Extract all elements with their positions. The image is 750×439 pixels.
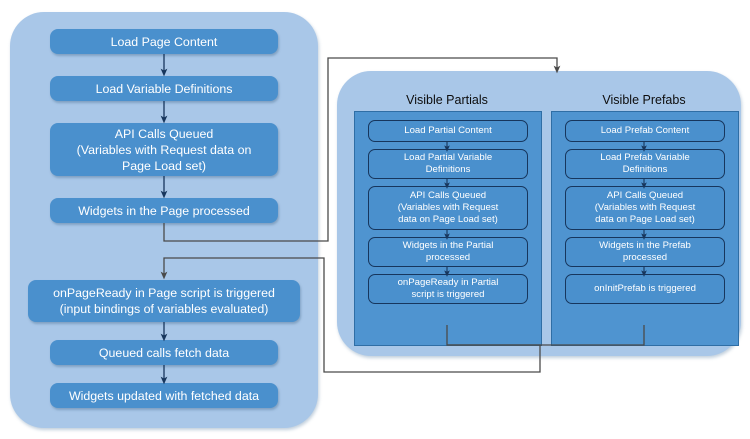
process-box-oninitprefab: onInitPrefab is triggered: [565, 274, 725, 304]
process-box-widgets-updated-fetched-data: Widgets updated with fetched data: [50, 383, 278, 408]
process-box-widgets-in-page-processed: Widgets in the Page processed: [50, 198, 278, 223]
process-box-onpageready-partial: onPageReady in Partial script is trigger…: [368, 274, 528, 304]
visible-prefabs-container: Load Prefab Content Load Prefab Variable…: [551, 111, 739, 346]
column-title-visible-partials: Visible Partials: [406, 93, 488, 107]
process-box-widgets-in-partial-processed: Widgets in the Partial processed: [368, 237, 528, 267]
process-box-api-calls-queued-partial: API Calls Queued (Variables with Request…: [368, 186, 528, 230]
process-box-load-partial-content: Load Partial Content: [368, 120, 528, 142]
process-box-load-page-content: Load Page Content: [50, 29, 278, 54]
visible-components-group: Visible Partials Visible Prefabs Load Pa…: [337, 71, 741, 356]
process-box-api-calls-queued-prefab: API Calls Queued (Variables with Request…: [565, 186, 725, 230]
process-box-queued-calls-fetch-data: Queued calls fetch data: [50, 340, 278, 365]
page-lifecycle-group: Load Page Content Load Variable Definiti…: [10, 12, 318, 428]
process-box-load-variable-definitions: Load Variable Definitions: [50, 76, 278, 101]
process-box-load-partial-variable-definitions: Load Partial Variable Definitions: [368, 149, 528, 179]
visible-partials-container: Load Partial Content Load Partial Variab…: [354, 111, 542, 346]
process-box-api-calls-queued-page: API Calls Queued (Variables with Request…: [50, 123, 278, 176]
column-title-visible-prefabs: Visible Prefabs: [602, 93, 686, 107]
process-box-load-prefab-content: Load Prefab Content: [565, 120, 725, 142]
process-box-widgets-in-prefab-processed: Widgets in the Prefab processed: [565, 237, 725, 267]
process-box-load-prefab-variable-definitions: Load Prefab Variable Definitions: [565, 149, 725, 179]
process-box-onpageready-page: onPageReady in Page script is triggered …: [28, 280, 300, 322]
